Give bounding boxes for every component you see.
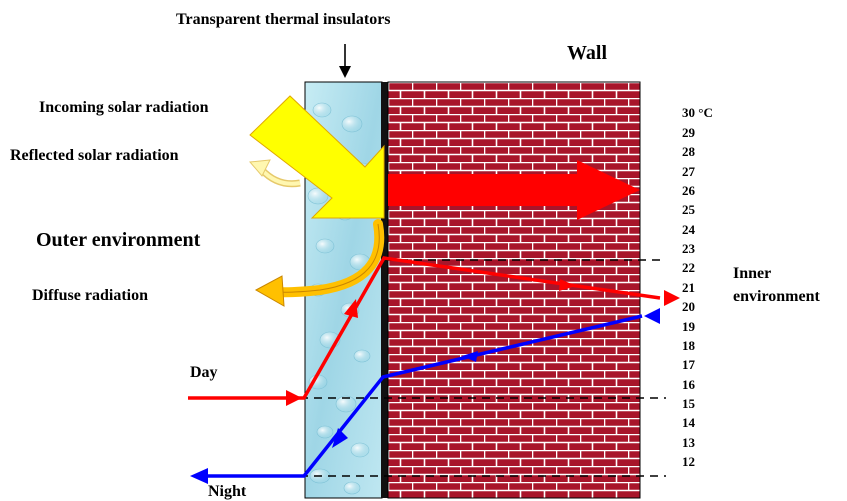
temperature-scale-top: 30 °C <box>682 105 713 120</box>
temperature-tick: 22 <box>682 260 695 276</box>
night-profile <box>190 308 660 484</box>
temperature-tick: 26 <box>682 183 695 199</box>
reflected-solar-label: Reflected solar radiation <box>10 147 179 164</box>
outer-environment-label: Outer environment <box>36 229 201 251</box>
temperature-tick: 23 <box>682 241 695 257</box>
temperature-tick: 13 <box>682 434 695 450</box>
temperature-tick: 28 <box>682 144 695 160</box>
temperature-tick: 24 <box>682 221 695 237</box>
temperature-tick: 25 <box>682 202 695 218</box>
day-profile <box>188 256 680 406</box>
inner-environment-label-line1: Inner <box>733 265 772 282</box>
temperature-tick: 20 <box>682 299 695 315</box>
day-label: Day <box>190 364 218 381</box>
diffuse-radiation-label: Diffuse radiation <box>32 287 148 304</box>
temperature-tick: 15 <box>682 395 695 411</box>
dashed-reference-lines <box>300 259 666 477</box>
temperature-tick: 12 <box>682 453 695 469</box>
incoming-solar-arrow <box>249 95 385 219</box>
temperature-tick: 18 <box>682 337 695 353</box>
temperature-tick: 21 <box>682 279 695 295</box>
inner-environment-label-line2: environment <box>733 288 820 305</box>
temperature-tick: 29 <box>682 125 695 140</box>
heat-flow-arrow <box>388 160 640 220</box>
night-label: Night <box>208 483 247 500</box>
incoming-solar-label: Incoming solar radiation <box>39 99 209 116</box>
temperature-tick: 16 <box>682 376 695 392</box>
wall-label: Wall <box>567 42 608 64</box>
temperature-tick: 17 <box>682 357 695 373</box>
diffuse-radiation-arrow <box>254 219 385 307</box>
insulator-pointer-arrow <box>339 44 351 78</box>
temperature-tick: 27 <box>682 163 695 179</box>
temperature-tick: 19 <box>682 318 695 334</box>
transparent-insulators-label: Transparent thermal insulators <box>176 11 391 28</box>
reflected-solar-arrow <box>248 159 301 188</box>
absorber-layer <box>381 82 388 498</box>
temperature-tick: 14 <box>682 415 695 431</box>
